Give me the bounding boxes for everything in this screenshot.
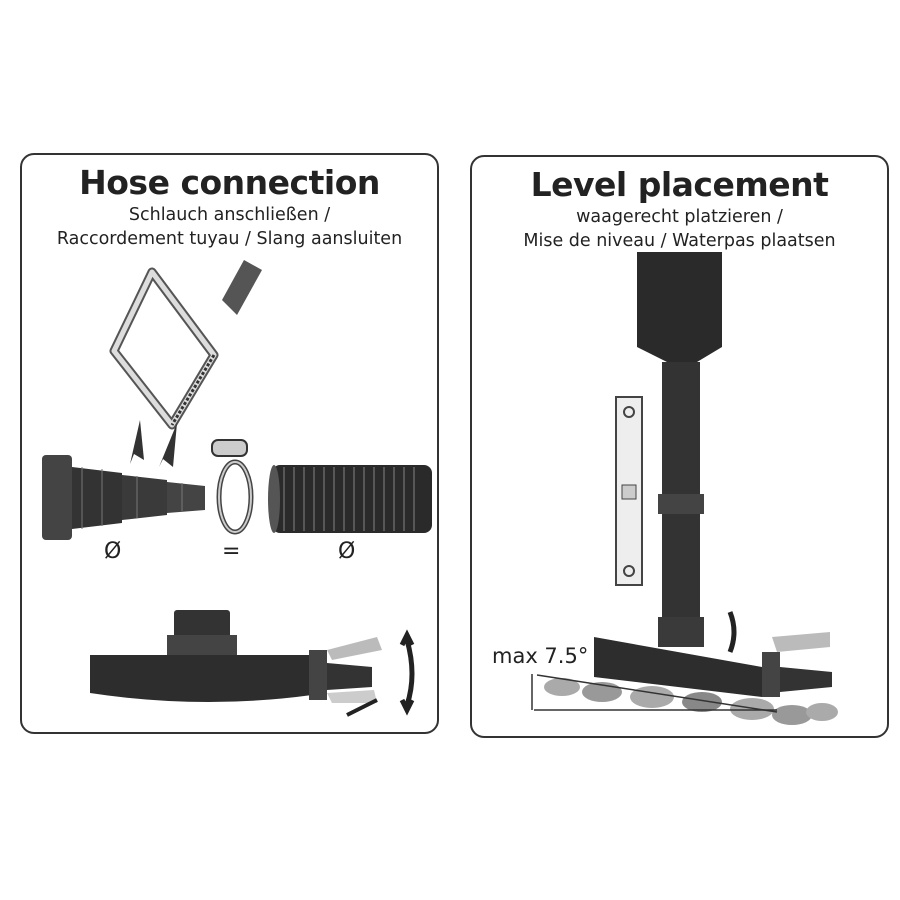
hose-clamp-icon	[211, 439, 254, 535]
tilted-pump-base-icon	[594, 632, 832, 697]
level-placement-illustration	[531, 252, 838, 725]
pump-base-icon	[90, 610, 382, 703]
panel-subtitle: Schlauch anschließen / Raccordement tuya…	[22, 203, 437, 251]
panel-title: Level placement	[530, 165, 829, 204]
pump-tube-icon	[637, 252, 722, 647]
hose-connection-panel: Hose connection Schlauch anschließen / R…	[20, 153, 439, 734]
subtitle-line: waagerecht platzieren /	[576, 207, 783, 227]
hose-connection-illustration	[42, 260, 432, 717]
level-placement-panel: Level placement waagerecht platzieren / …	[470, 155, 889, 738]
adjust-arrows-icon	[346, 629, 415, 717]
stones-icon	[544, 678, 838, 725]
subtitle-line: Mise de niveau / Waterpas plaatsen	[523, 231, 836, 251]
panel-title: Hose connection	[79, 163, 380, 202]
equals-label: =	[222, 539, 241, 564]
max-angle-label: max 7.5°	[492, 644, 589, 668]
panel-subtitle: waagerecht platzieren / Mise de niveau /…	[472, 205, 887, 253]
hose-fitting-icon	[42, 455, 205, 540]
angle-indicator-icon	[531, 674, 778, 713]
diameter-label: Ø	[104, 539, 122, 564]
subtitle-line: Schlauch anschließen /	[128, 205, 331, 225]
corrugated-hose-icon	[268, 465, 432, 533]
subtitle-line: Raccordement tuyau / Slang aansluiten	[56, 229, 403, 249]
saw-icon	[109, 260, 262, 430]
cut-arrows-icon	[130, 420, 177, 467]
tilt-arrows-icon	[727, 611, 737, 653]
diameter-label: Ø	[338, 539, 356, 564]
spirit-level-icon	[615, 396, 643, 586]
